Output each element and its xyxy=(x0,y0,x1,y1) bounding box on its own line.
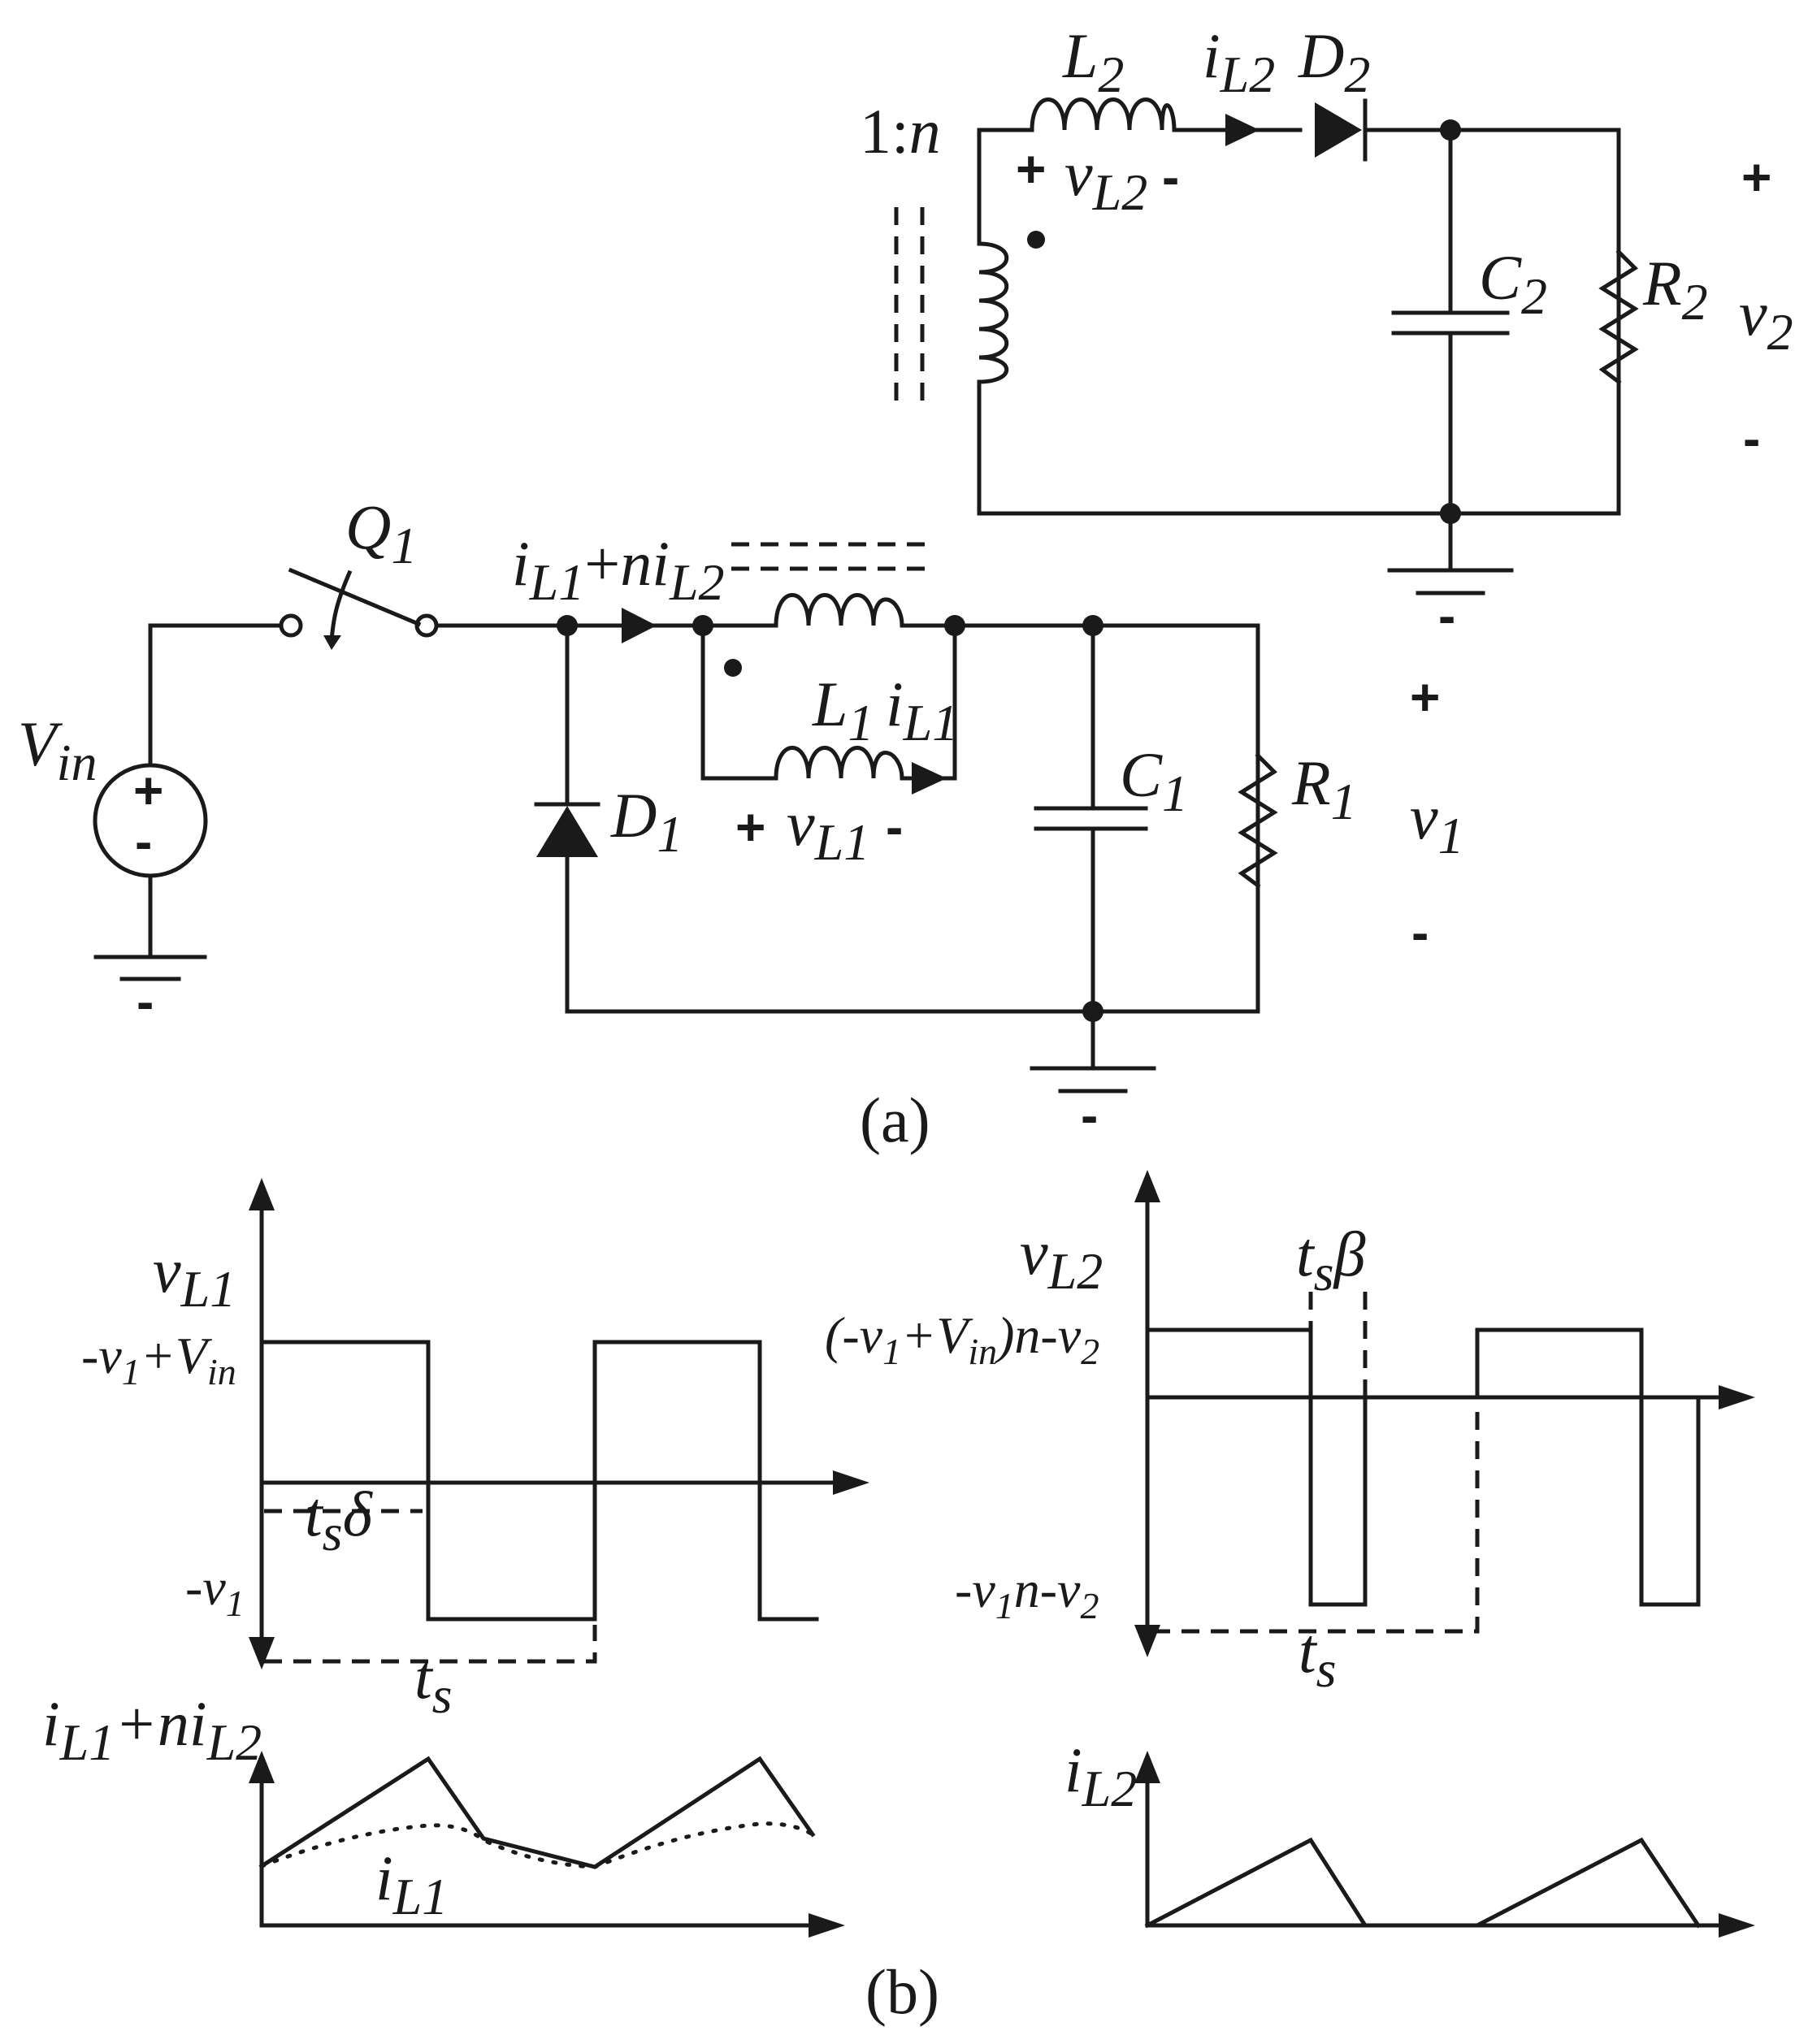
inductor-L2 xyxy=(1030,97,1177,132)
caption-b: (b) xyxy=(865,1956,939,2027)
secondary-polarity-dot xyxy=(1027,231,1045,249)
iL1-current-arrow xyxy=(912,762,947,795)
src-ground-minus: - xyxy=(137,972,154,1031)
vL2-high-level: (-v1+Vin)n-v2 xyxy=(825,1306,1099,1372)
vL2-y-arrow-up xyxy=(1134,1170,1160,1202)
inductor-L1 xyxy=(774,746,904,781)
iL2-y-arrow xyxy=(1134,1751,1160,1783)
waveform-vL1 xyxy=(249,1178,869,1669)
vL2-minus: - xyxy=(1162,148,1179,206)
wire-sec-loop xyxy=(977,128,1621,516)
wire-source-top xyxy=(148,623,287,768)
iL2-label: iL2 xyxy=(1203,20,1275,103)
v2-label: v2 xyxy=(1739,278,1793,361)
sec-ground-minus: - xyxy=(1438,587,1455,645)
i-sum-trace xyxy=(258,1756,816,1869)
iL1-trace-label: iL1 xyxy=(375,1843,448,1925)
switch-actuation-arrow xyxy=(329,569,353,644)
vL1-label: vL1 xyxy=(787,788,869,871)
D1-label: D1 xyxy=(610,780,683,863)
C1-label: C1 xyxy=(1120,739,1188,822)
vL1-plus: + xyxy=(735,798,765,856)
vL1-trace xyxy=(259,1340,819,1622)
ts-label: ts xyxy=(414,1641,453,1724)
iL2-current-arrow xyxy=(1225,114,1260,146)
vL2-x-arrow xyxy=(1719,1385,1755,1410)
vL2-axis-label: vL2 xyxy=(1020,1217,1103,1300)
switch-terminal-left xyxy=(279,613,303,638)
v1-label: v1 xyxy=(1410,782,1464,864)
source-minus: - xyxy=(135,812,152,871)
iL2-trace xyxy=(1144,1837,1702,1929)
secondary-winding xyxy=(977,128,1009,516)
C2-label: C2 xyxy=(1479,242,1547,325)
secondary-circuit xyxy=(894,97,1639,595)
ts-delta-label: tsδ xyxy=(305,1479,374,1561)
i-sum-x-arrow xyxy=(809,1913,845,1938)
iL1-plus-niL2-label: iL1+niL2 xyxy=(512,528,725,611)
switch-actuation-head xyxy=(323,635,341,650)
v1-plus: + xyxy=(1410,668,1440,726)
iL2-x-arrow xyxy=(1719,1913,1755,1938)
v2-plus: + xyxy=(1741,148,1771,206)
turns-ratio-label: 1:n xyxy=(860,96,941,167)
switch-Q1-blade xyxy=(288,567,422,627)
diode-D1-body xyxy=(536,806,598,857)
iL1-label: iL1 xyxy=(886,669,958,751)
vL1-low-level: -v1 xyxy=(185,1558,245,1624)
vL2-trace xyxy=(1145,1327,1701,1607)
vL1-high-level: -v1+Vin xyxy=(81,1327,236,1392)
vL1-axis-label: vL1 xyxy=(153,1235,236,1318)
circuit-labels: 1:n L2 iL2 D2 + vL2 - C2 R2 + v2 - - Q1 … xyxy=(18,20,1793,1155)
waveform-i-sum xyxy=(249,1751,845,1938)
i-sum-axis-label: iL1+niL2 xyxy=(42,1688,262,1771)
vL1-y-arrow-down xyxy=(249,1637,275,1669)
pri-ground-minus: - xyxy=(1081,1086,1098,1145)
ts-beta-label: tsβ xyxy=(1296,1219,1366,1301)
waveform-iL2 xyxy=(1134,1751,1755,1938)
Vin-label: Vin xyxy=(18,708,97,791)
wire-primary-bottom-loop xyxy=(565,623,1260,1014)
waveform-vL2 xyxy=(1134,1170,1755,1657)
source-plus: + xyxy=(133,761,163,820)
vL1-y-arrow-up xyxy=(249,1178,275,1210)
ts2-period-marker xyxy=(1152,1401,1480,1634)
primary-polarity-dot xyxy=(724,659,742,677)
iL2-axis-label: iL2 xyxy=(1064,1734,1137,1817)
coupled-winding-top xyxy=(713,593,957,628)
vL2-label: vL2 xyxy=(1064,138,1147,221)
wire-L1-left xyxy=(700,623,778,781)
Q1-label: Q1 xyxy=(345,492,417,574)
iL1-niL2-current-arrow xyxy=(622,608,657,643)
vL2-low-level: -v1n-v2 xyxy=(955,1561,1099,1626)
D2-label: D2 xyxy=(1298,20,1370,103)
vL1-x-arrow xyxy=(833,1470,869,1495)
v2-minus: - xyxy=(1743,409,1760,468)
L2-label: L2 xyxy=(1062,20,1124,103)
ts2-label: ts xyxy=(1299,1615,1337,1698)
L1-label: L1 xyxy=(812,669,874,751)
vL2-plus: + xyxy=(1016,140,1046,198)
R2-label: R2 xyxy=(1642,248,1708,331)
resistor-R2 xyxy=(1598,249,1639,385)
vL1-minus: - xyxy=(886,798,903,856)
caption-a: (a) xyxy=(860,1085,930,1155)
resistor-R1 xyxy=(1238,752,1278,889)
iL1-dotted-trace xyxy=(259,1821,815,1869)
ts-period-marker xyxy=(264,1625,597,1664)
waveform-labels: vL1 -v1+Vin -v1 tsδ ts iL1+niL2 iL1 vL2 … xyxy=(42,1217,1366,2027)
diode-D2-body xyxy=(1315,102,1362,158)
v1-minus: - xyxy=(1411,903,1429,962)
primary-circuit xyxy=(93,542,1278,1093)
i-sum-y-arrow xyxy=(249,1751,275,1783)
R1-label: R1 xyxy=(1291,747,1357,830)
